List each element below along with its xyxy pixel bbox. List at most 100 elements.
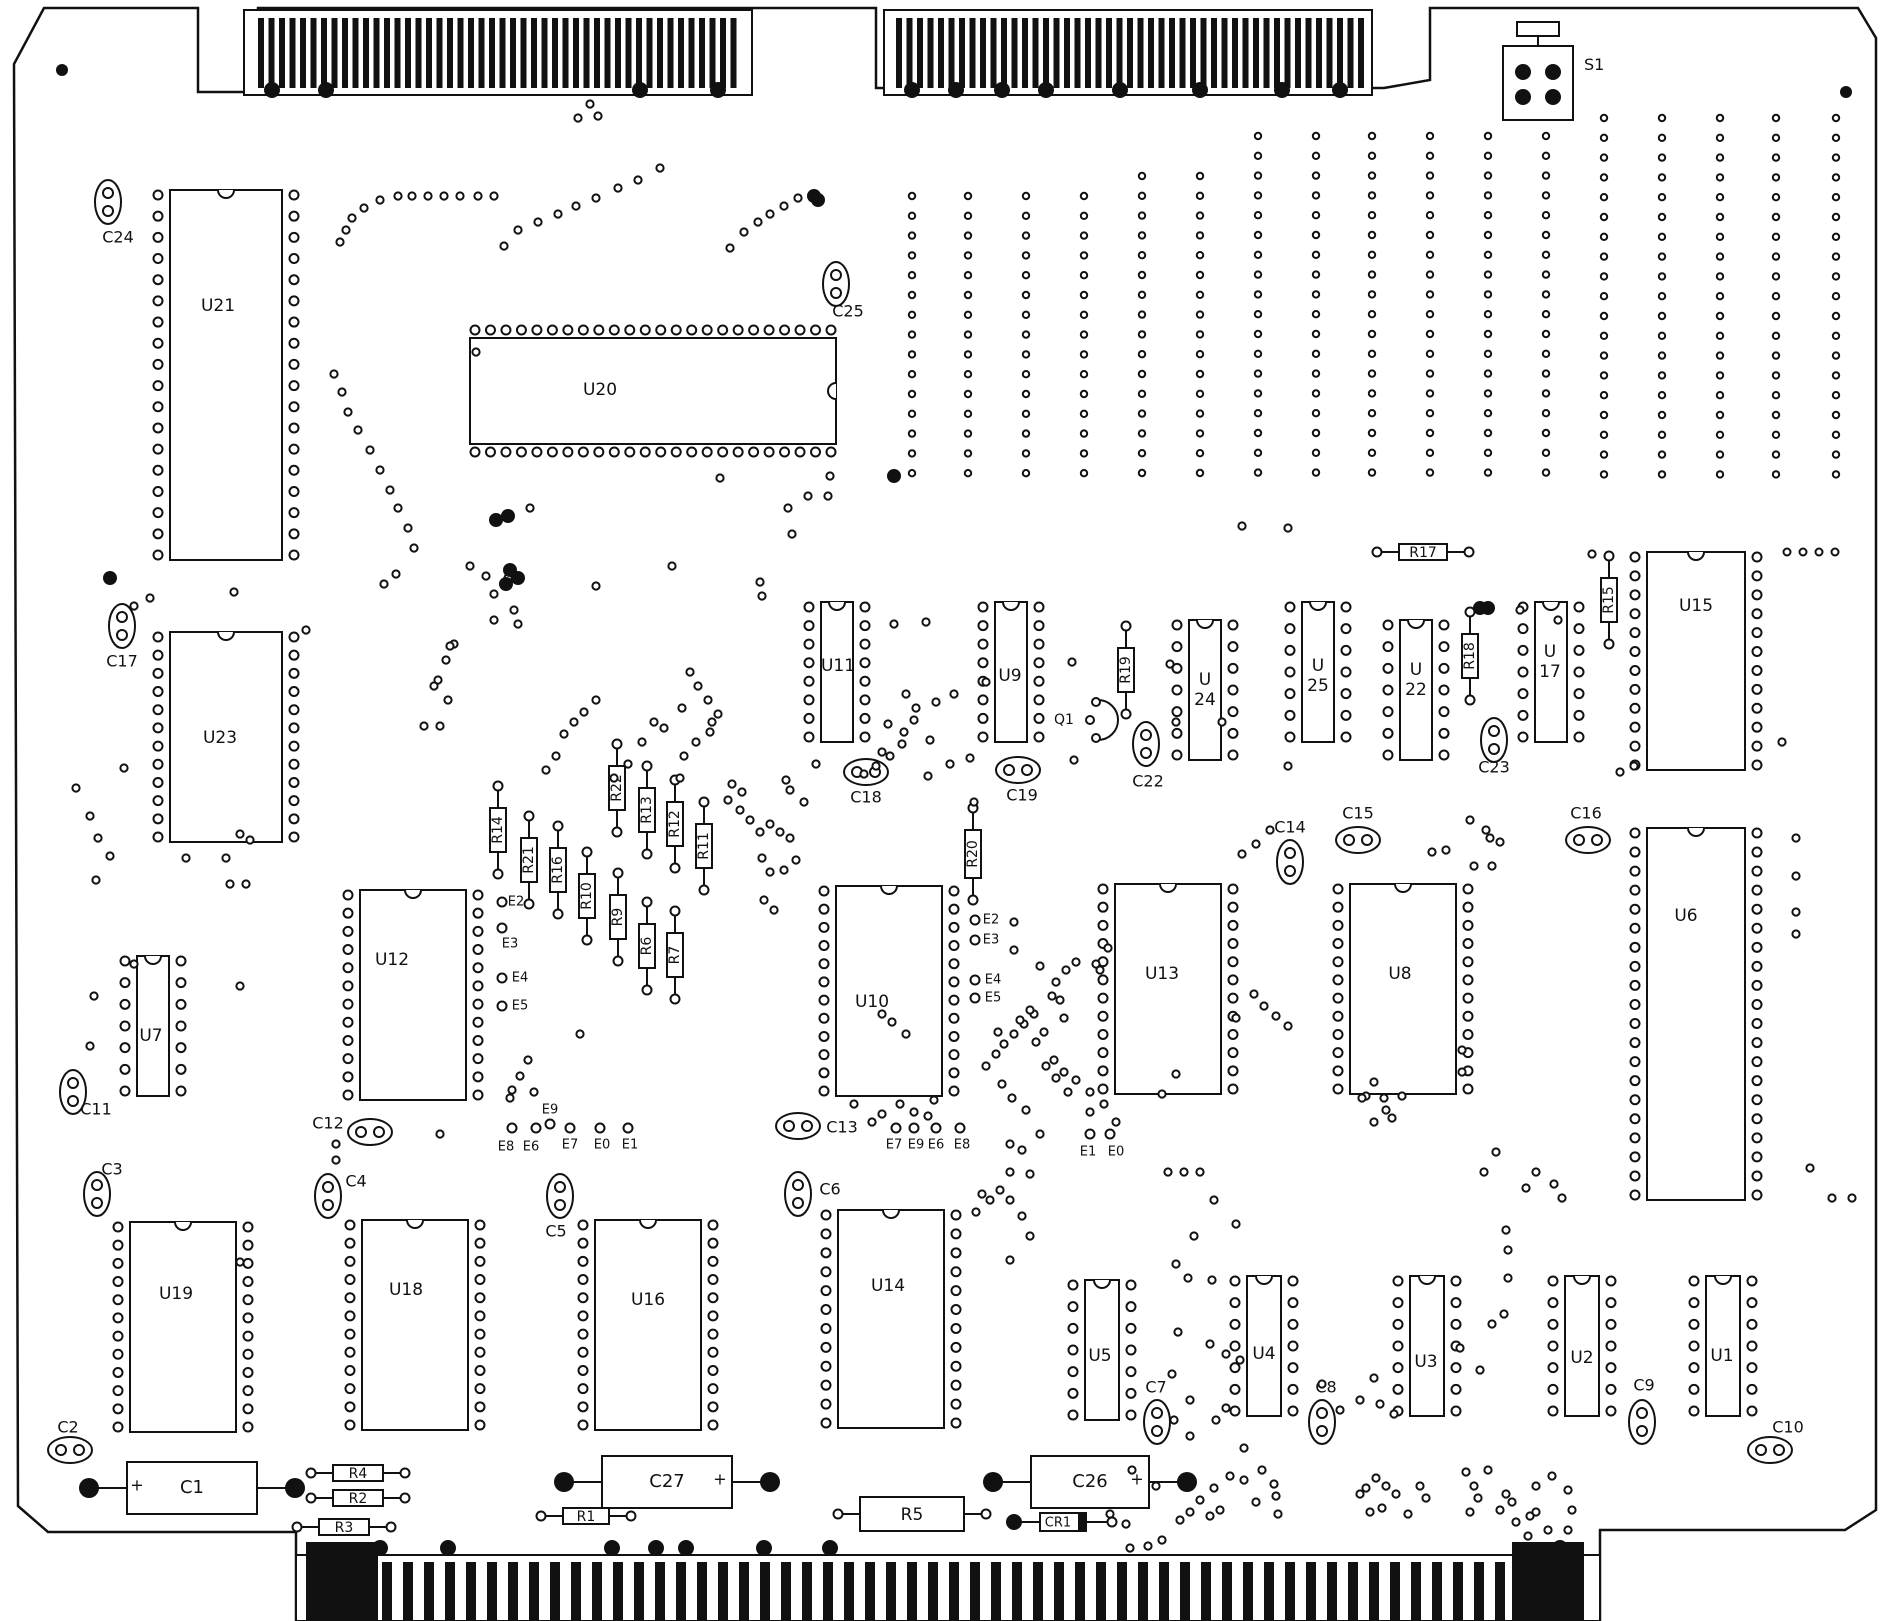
ic-pin (1629, 1113, 1641, 1125)
ic-pin (950, 1398, 962, 1410)
ic-pin (1751, 1132, 1763, 1144)
ic-pin (593, 446, 605, 458)
ic-pin (977, 638, 989, 650)
resistor-pad (669, 993, 681, 1005)
ic-pin (1629, 1189, 1641, 1201)
resistor-pad (523, 810, 535, 822)
jumper-label: E0 (594, 1138, 611, 1153)
grid-hole (1715, 153, 1725, 162)
resistor-label: R16 (550, 856, 566, 884)
grid-hole (1541, 428, 1551, 438)
grid-hole (1657, 292, 1667, 301)
capacitor-pad (1316, 1425, 1328, 1437)
ic-pin (288, 722, 300, 734)
grid-hole (1771, 173, 1781, 182)
via (1501, 1489, 1511, 1499)
ic-pin (175, 1063, 187, 1075)
grid-hole (1831, 371, 1841, 380)
ic-pin (1517, 666, 1529, 678)
ic-pin (1033, 694, 1045, 706)
grid-hole (1483, 310, 1493, 319)
ic-pin (469, 324, 481, 336)
ic-pin (803, 638, 815, 650)
via (1225, 1471, 1235, 1481)
ic-pin (1605, 1275, 1617, 1287)
grid-hole (1367, 329, 1377, 339)
ic-pin (1227, 1028, 1239, 1040)
via (859, 769, 869, 779)
ic-pin (1382, 619, 1394, 631)
transistor-q1: Q1 (1054, 697, 1119, 743)
via (895, 1099, 905, 1109)
grid-hole (1771, 193, 1781, 202)
via (343, 407, 353, 417)
ic-pin (686, 324, 698, 336)
via (1805, 1163, 1815, 1173)
jumper-label: E6 (928, 1138, 945, 1153)
grid-hole (1079, 290, 1089, 300)
grid-hole (907, 350, 917, 359)
via (923, 771, 933, 781)
ic-pin (1332, 1010, 1344, 1022)
grid-hole (963, 290, 973, 300)
via (1375, 1399, 1385, 1409)
ic-pin (1332, 883, 1344, 895)
ic-pin (474, 1292, 486, 1304)
capacitor-c16: C16 (1565, 804, 1611, 854)
via (435, 721, 445, 731)
ic-pin (803, 675, 815, 687)
ic-pin (1450, 1275, 1462, 1287)
grid-hole (1483, 468, 1493, 477)
ic-pin (474, 1274, 486, 1286)
resistor-label: R10 (579, 882, 595, 910)
grid-hole (1367, 151, 1377, 161)
resistor-pad (611, 738, 623, 750)
ic-pin (1746, 1318, 1758, 1330)
grid-hole (1253, 290, 1263, 299)
ic-u5: U5 (1067, 1279, 1137, 1421)
grid-hole (1137, 429, 1147, 438)
grid-hole (1831, 331, 1841, 340)
ic-pin (242, 1421, 254, 1433)
connector-finger (636, 18, 642, 88)
connector-finger (1001, 18, 1007, 88)
ic-pin (1547, 1275, 1559, 1287)
ic-pin (1171, 662, 1183, 674)
via (423, 191, 433, 201)
ic-pin (342, 962, 354, 974)
ic-pin (1284, 623, 1296, 635)
ic-pin (1629, 740, 1641, 752)
ic-pin (242, 1257, 254, 1269)
capacitor-pad (1773, 1444, 1785, 1456)
via (1111, 1117, 1121, 1127)
grid-hole (1599, 410, 1609, 420)
ic-pin (707, 1383, 719, 1395)
ic-pin (152, 813, 164, 825)
resistor-r7: R7 (666, 905, 684, 1005)
via (407, 191, 417, 201)
ic-pin (344, 1255, 356, 1267)
jumper-pad (496, 922, 508, 934)
via (921, 617, 931, 627)
grid-hole (907, 310, 917, 319)
via (1441, 845, 1451, 855)
capacitor-c25: C25 (822, 261, 864, 321)
grid-hole (1831, 212, 1841, 222)
ic-pin (472, 1034, 484, 1046)
grid-hole (1771, 212, 1781, 222)
ic-pin (472, 925, 484, 937)
via (409, 543, 419, 553)
resistor-pad (698, 796, 710, 808)
ic-pin (818, 1085, 830, 1097)
ic-label: U7 (139, 1026, 162, 1046)
via (1105, 1509, 1115, 1519)
capacitor-pad (1361, 834, 1373, 846)
connector-finger (279, 18, 285, 88)
ic-label: U18 (389, 1280, 423, 1300)
resistor-pad (641, 984, 653, 996)
ic-pin (1751, 1075, 1763, 1087)
ic-pin (1284, 688, 1296, 700)
via (529, 1087, 539, 1097)
via (221, 853, 231, 863)
connector-finger (426, 18, 432, 88)
